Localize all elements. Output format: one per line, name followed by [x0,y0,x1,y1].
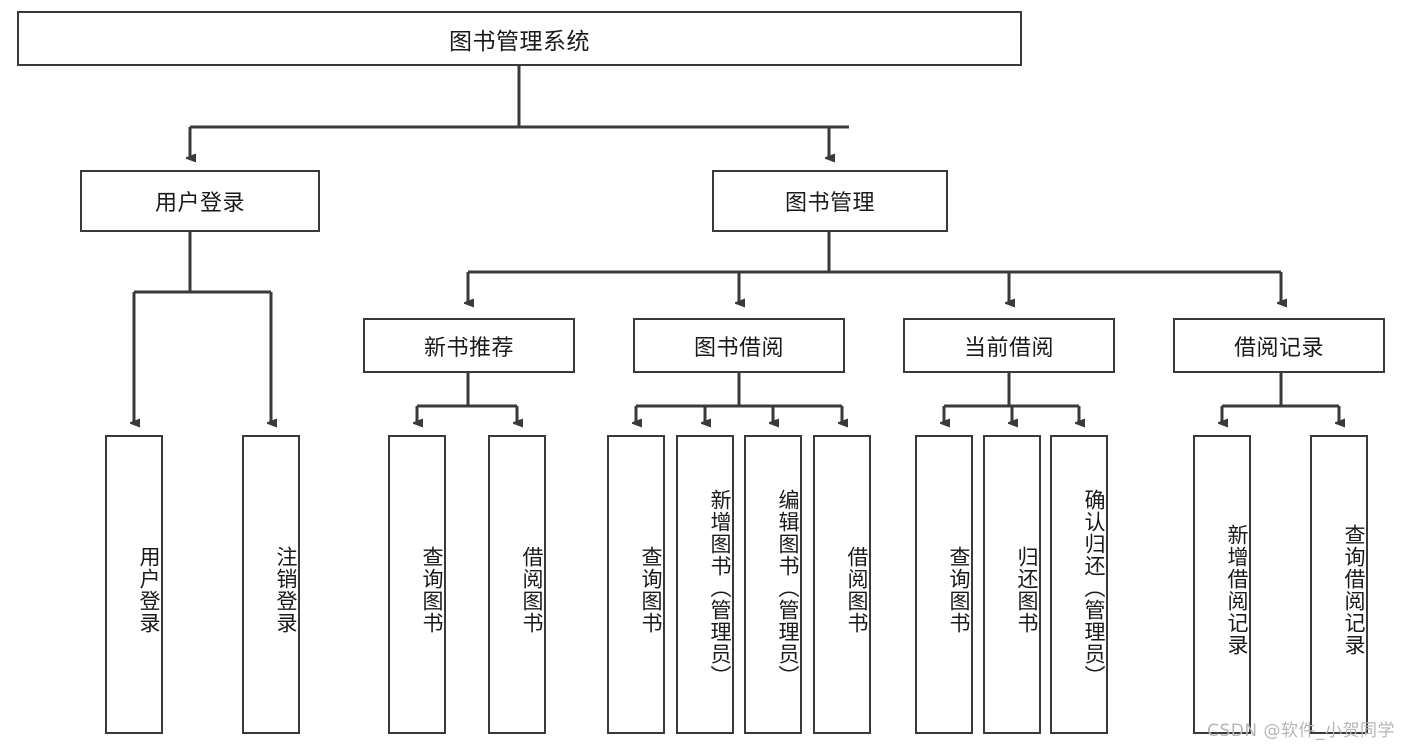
leaf-recommend-borrow-book[interactable]: 借阅图书 [488,435,546,734]
node-user-login[interactable]: 用户登录 [80,170,320,232]
node-book-borrow[interactable]: 图书借阅 [633,318,845,373]
leaf-user-login-logout[interactable]: 注销登录 [242,435,300,734]
node-new-book-recommend[interactable]: 新书推荐 [363,318,575,373]
leaf-user-login-login[interactable]: 用户登录 [105,435,163,734]
leaf-recommend-query-book[interactable]: 查询图书 [388,435,446,734]
leaf-borrow-edit-book-admin[interactable]: 编辑图书（管理员） [744,435,802,734]
node-root-system[interactable]: 图书管理系统 [17,11,1022,66]
leaf-borrow-query-book[interactable]: 查询图书 [607,435,665,734]
leaf-current-confirm-return-admin[interactable]: 确认归还（管理员） [1050,435,1108,734]
node-borrow-record[interactable]: 借阅记录 [1173,318,1385,373]
leaf-current-query-book[interactable]: 查询图书 [915,435,973,734]
node-current-borrow[interactable]: 当前借阅 [903,318,1115,373]
watermark-credit: CSDN @软件_小贺同学 [1207,721,1395,741]
leaf-borrow-borrow-book[interactable]: 借阅图书 [813,435,871,734]
node-book-management[interactable]: 图书管理 [712,170,948,232]
leaf-borrow-add-book-admin[interactable]: 新增图书（管理员） [676,435,734,734]
leaf-record-add-record[interactable]: 新增借阅记录 [1193,435,1251,734]
leaf-record-query-record[interactable]: 查询借阅记录 [1310,435,1368,734]
leaf-current-return-book[interactable]: 归还图书 [983,435,1041,734]
